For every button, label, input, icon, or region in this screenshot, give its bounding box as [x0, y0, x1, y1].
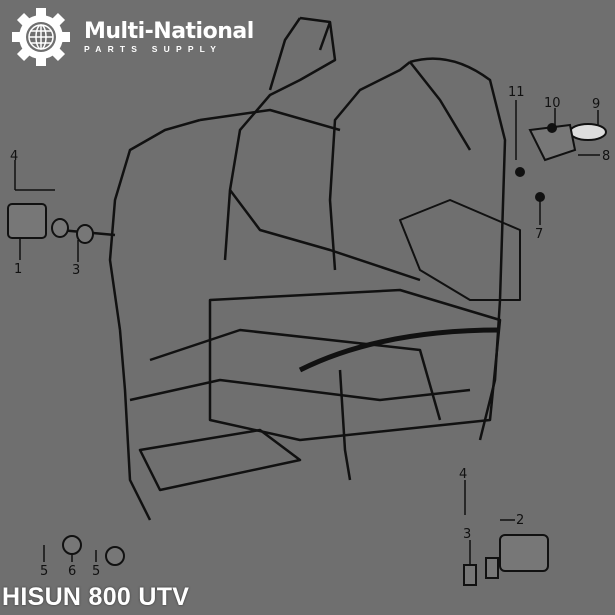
mirror-clamp-left	[51, 218, 69, 238]
callout-label: 6	[68, 564, 76, 579]
callout-label: 3	[72, 263, 80, 278]
callout-label: 5	[40, 564, 48, 579]
leader-lines	[14, 100, 600, 565]
callout-label: 3	[463, 527, 471, 542]
callout-label: 4	[459, 467, 467, 482]
callout-label: 7	[535, 227, 543, 242]
callout-label: 4	[10, 149, 18, 164]
callout-label: 8	[602, 149, 610, 164]
mirror-clamp-left-2	[76, 224, 94, 244]
model-caption: HISUN 800 UTV	[2, 583, 190, 611]
gear-globe-icon	[12, 8, 70, 66]
callout-label: 5	[92, 564, 100, 579]
nut-11	[515, 167, 525, 177]
brand-tagline: PARTS SUPPLY	[84, 44, 223, 54]
callout-labels: 4 1 3 11 10 9 8 7 4 2 3 5 6 5	[10, 85, 610, 579]
horn-2	[105, 546, 125, 566]
callout-label: 11	[508, 85, 525, 100]
callout-label: 2	[516, 513, 524, 528]
horn-1	[62, 535, 82, 555]
callout-label: 10	[544, 96, 561, 111]
bolt-7	[535, 192, 545, 202]
frame-drawing	[59, 16, 521, 521]
callout-label: 9	[592, 97, 600, 112]
brand-name: Multi-National	[84, 19, 254, 44]
mirror-right	[499, 534, 549, 572]
part-9	[569, 123, 607, 141]
mirror-left	[7, 203, 47, 239]
parts	[7, 123, 607, 586]
bolt-10	[547, 123, 557, 133]
clamp-right-2	[485, 557, 499, 579]
brand-logo: Multi-National PARTS SUPPLY	[8, 8, 254, 66]
callout-label: 1	[14, 262, 22, 277]
clamp-right	[463, 564, 477, 586]
